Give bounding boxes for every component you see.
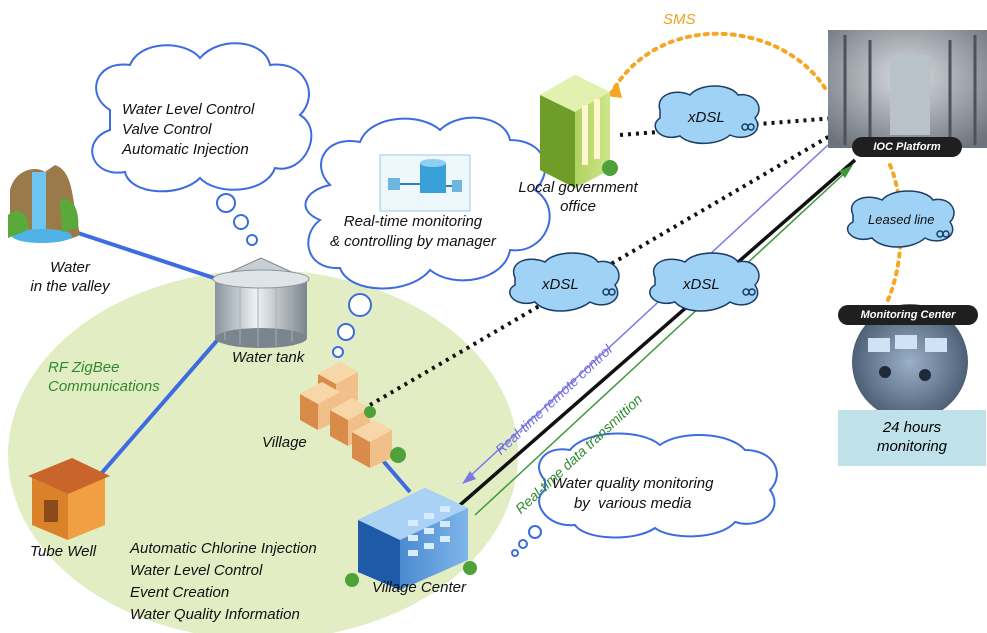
local-government-label: Local government office [508, 178, 648, 216]
cloud-line: Valve Control [122, 121, 212, 138]
xdsl-cloud-2 [509, 252, 620, 312]
cloud-line: Automatic Injection [122, 141, 249, 158]
function-item: Event Creation [130, 584, 230, 601]
xdsl-cloud-1 [654, 85, 760, 145]
village-center-label: Village Center [372, 579, 466, 596]
leased-line-label: Leased line [868, 212, 935, 227]
cloud-water-quality-text: Water quality monitoring by various medi… [552, 474, 713, 514]
rf-zigbee-label: RF ZigBee Communications [48, 358, 160, 396]
label-line: RF ZigBee [48, 359, 120, 376]
cloud-line: Water quality monitoring [552, 475, 714, 492]
hours-monitoring-box: 24 hours monitoring [838, 410, 986, 466]
monitoring-diagram-icon [379, 154, 471, 212]
waterfall-icon [8, 165, 80, 243]
tube-well-label: Tube Well [30, 543, 97, 560]
cloud-functions-text: Water Level Control Valve Control Automa… [122, 100, 254, 160]
link-center-ioc [458, 158, 857, 507]
function-item: Water Quality Information [130, 606, 300, 623]
box-line: 24 hours [882, 419, 942, 436]
tube-well-icon [28, 458, 110, 540]
function-item: Water Level Control [130, 562, 263, 579]
water-valley-label: Water in the valley [10, 258, 130, 296]
village-center-icon [345, 488, 477, 590]
label-line: Water [50, 259, 90, 276]
box-line: monitoring [876, 438, 948, 455]
cloud-line: & controlling by manager [330, 233, 496, 250]
monitoring-center-badge: Monitoring Center [838, 305, 978, 325]
leased-line-cloud [846, 190, 955, 248]
xdsl-label-1: xDSL [688, 109, 725, 126]
cloud-functions [91, 42, 313, 246]
label-line: Local government [518, 179, 638, 196]
village-label: Village [262, 434, 307, 451]
xdsl-label-2: xDSL [542, 276, 579, 293]
local-government-icon [540, 75, 618, 188]
cloud-monitoring-text: Real-time monitoring & controlling by ma… [330, 212, 496, 252]
water-tank-label: Water tank [232, 349, 305, 366]
water-tank-icon [212, 257, 310, 348]
monitoring-center-image [852, 304, 968, 420]
ioc-platform-badge: IOC Platform [852, 137, 962, 157]
xdsl-cloud-3 [649, 252, 760, 312]
cloud-line: Water Level Control [122, 101, 255, 118]
label-line: Communications [48, 378, 160, 395]
cloud-line: Real-time monitoring [343, 213, 483, 230]
sms-label: SMS [663, 11, 696, 28]
ioc-server-room-image [828, 30, 987, 148]
cloud-water-quality [511, 432, 778, 557]
label-line: in the valley [30, 278, 110, 295]
cloud-line: by various media [573, 495, 692, 512]
sms-arc [610, 31, 827, 94]
functions-list: Automatic Chlorine Injection Water Level… [130, 538, 317, 626]
data-transmission-arrow [474, 169, 849, 516]
function-item: Automatic Chlorine Injection [130, 540, 317, 557]
xdsl-label-3: xDSL [683, 276, 720, 293]
label-line: office [560, 198, 596, 215]
remote-control-arrow [467, 144, 829, 479]
village-houses-icon [300, 362, 406, 468]
